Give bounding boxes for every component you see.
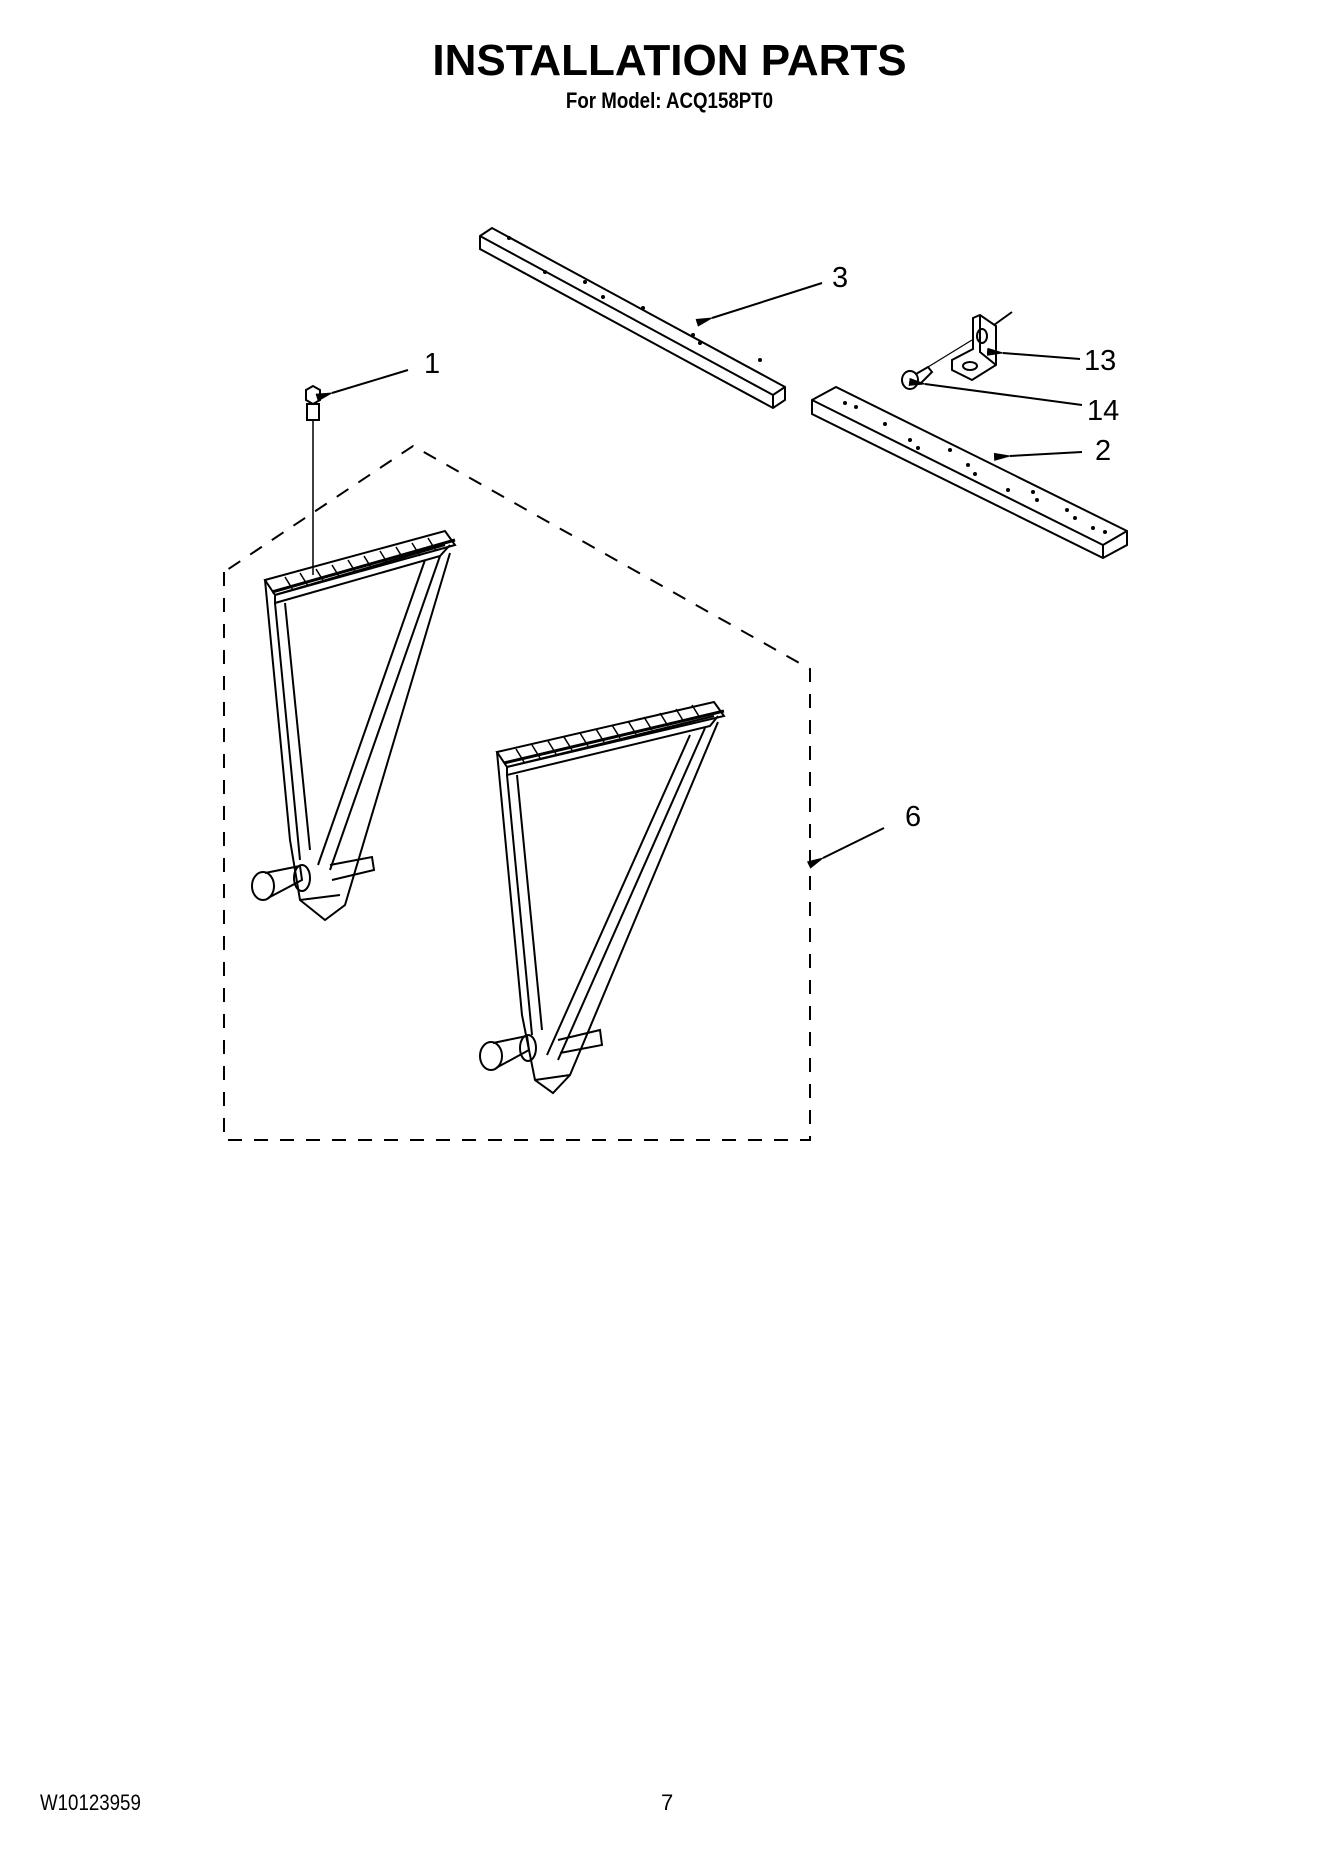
upper-rail-part-3 [479, 226, 786, 410]
leader-line-14 [908, 377, 1083, 406]
leader-line-1 [315, 369, 409, 402]
leader-line-2 [993, 451, 1083, 461]
angle-bracket-part-13 [951, 311, 1013, 382]
support-bracket-b [479, 700, 726, 1095]
callout-6: 6 [905, 801, 922, 833]
leader-line-6 [806, 827, 885, 869]
screw-part-1 [305, 384, 321, 575]
page-number: 7 [661, 1790, 674, 1815]
lower-rail-part-2 [811, 385, 1128, 560]
kit-boundary-part-6 [223, 444, 811, 1141]
screw-part-14 [901, 339, 973, 390]
callout-14: 14 [1087, 395, 1120, 427]
callout-13: 13 [1084, 345, 1117, 377]
model-subtitle: For Model: ACQ158PT0 [565, 88, 774, 113]
leader-line-3 [695, 282, 823, 327]
page-title: INSTALLATION PARTS [432, 36, 907, 85]
callout-3: 3 [832, 262, 849, 294]
document-number: W10123959 [40, 1790, 141, 1815]
callout-2: 2 [1095, 435, 1112, 467]
support-bracket-a [251, 529, 457, 922]
callout-1: 1 [424, 348, 441, 380]
leader-line-13 [986, 347, 1081, 360]
